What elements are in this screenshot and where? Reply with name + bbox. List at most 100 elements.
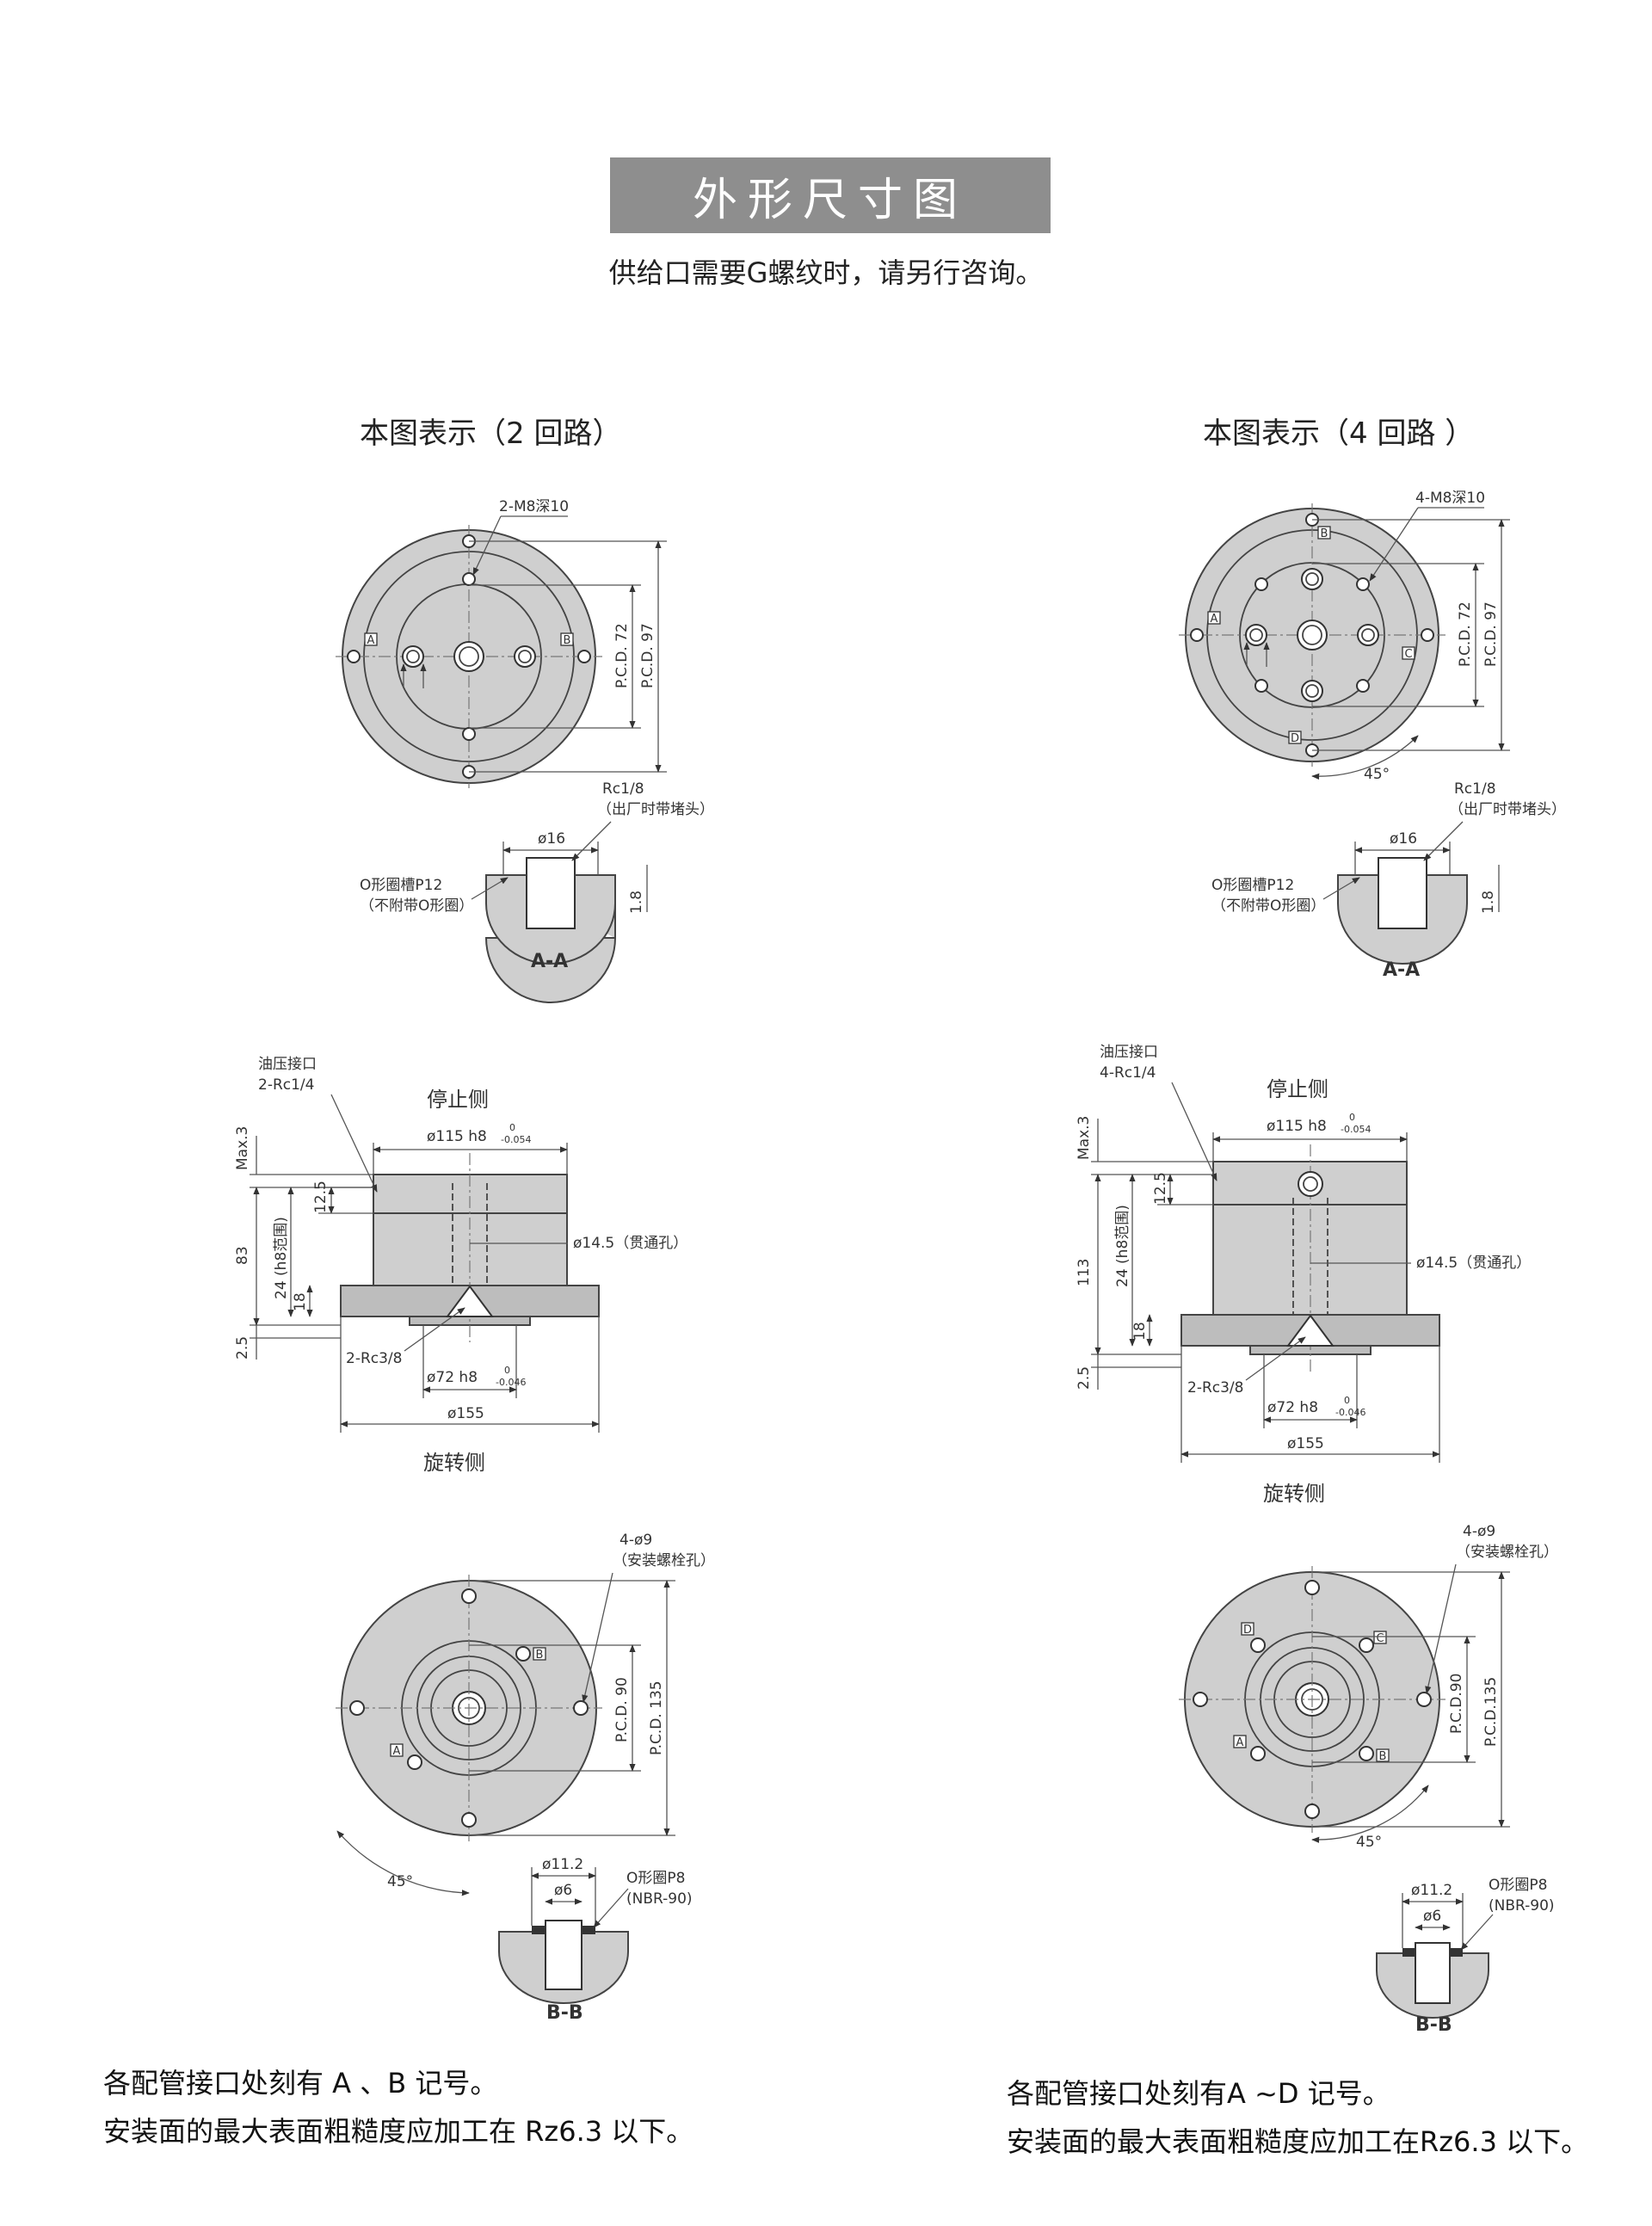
right-bottom-port-a: A bbox=[1236, 1736, 1244, 1749]
right-aa-oring-note: （不附带O形圈） bbox=[1211, 897, 1325, 915]
right-side-tol115-lo: -0.054 bbox=[1341, 1124, 1371, 1135]
page-subtitle: 供给口需要G螺纹时，请另行咨询。 bbox=[608, 256, 1044, 289]
right-side-rot: 旋转侧 bbox=[1263, 1482, 1325, 1506]
left-top-pcd72: P.C.D. 72 bbox=[613, 623, 631, 688]
right-bottom-port-c: C bbox=[1376, 1632, 1384, 1645]
right-bottom-angle: 45° bbox=[1356, 1834, 1382, 1851]
left-side-h25: 2.5 bbox=[234, 1336, 251, 1360]
right-bottom-port-b: B bbox=[1379, 1750, 1387, 1763]
right-bb-section: ø11.2 ø6 O形圈P8 (NBR-90) B-B bbox=[1376, 1877, 1555, 2036]
left-side-h18: 18 bbox=[292, 1292, 309, 1311]
right-side-rc38: 2-Rc3/8 bbox=[1187, 1379, 1243, 1397]
left-side-tol115-lo: -0.054 bbox=[501, 1134, 531, 1145]
right-bb-label: B-B bbox=[1415, 2014, 1452, 2036]
left-side-h125: 12.5 bbox=[312, 1181, 330, 1213]
left-side-view: ø115 h8 0 -0.054 停止侧 油压接口 2-Rc1/4 Max.3 … bbox=[234, 1056, 687, 1475]
right-side-port: 油压接口 bbox=[1100, 1044, 1158, 1061]
left-top-hole-label: 2-M8深10 bbox=[499, 498, 569, 515]
left-caption: 本图表示（2 回路） bbox=[360, 416, 622, 451]
right-bottom-pcd90: P.C.D.90 bbox=[1448, 1674, 1465, 1734]
left-bb-section: ø11.2 ø6 O形圈P8 (NBR-90) B-B bbox=[498, 1856, 693, 2024]
right-bottom-hole-note: （安装螺栓孔） bbox=[1456, 1544, 1558, 1561]
right-bb-oring-note: (NBR-90) bbox=[1489, 1897, 1555, 1915]
right-bottom-view: D C A B P.C.D.90 P.C.D.135 4-ø9 （安装螺栓孔） … bbox=[1179, 1523, 1558, 1851]
left-side-d115: ø115 h8 bbox=[427, 1128, 487, 1145]
left-side-tol72-up: 0 bbox=[504, 1365, 510, 1376]
right-top-port-d: D bbox=[1291, 732, 1299, 745]
right-bb-d112: ø11.2 bbox=[1411, 1882, 1452, 1899]
right-bottom-pcd135: P.C.D.135 bbox=[1482, 1677, 1500, 1747]
left-bb-oring-note: (NBR-90) bbox=[626, 1890, 693, 1908]
right-side-d155: ø155 bbox=[1287, 1435, 1324, 1452]
right-aa-rc-note: （出厂时带堵头） bbox=[1449, 801, 1566, 818]
left-aa-d16: ø16 bbox=[538, 830, 565, 848]
right-top-port-b: B bbox=[1321, 527, 1328, 540]
right-note-1: 各配管接口处刻有A ~D 记号。 bbox=[1007, 2077, 1390, 2110]
right-top-port-a: A bbox=[1211, 613, 1218, 626]
right-side-h24: 24 (h8范围) bbox=[1114, 1205, 1131, 1287]
right-caption: 本图表示（4 回路 ） bbox=[1203, 416, 1475, 451]
left-bottom-pcd135: P.C.D. 135 bbox=[648, 1680, 665, 1755]
left-top-pcd97: P.C.D. 97 bbox=[639, 623, 656, 688]
right-side-tol72-lo: -0.046 bbox=[1335, 1407, 1365, 1418]
left-side-h24: 24 (h8范围) bbox=[273, 1217, 290, 1299]
left-side-tol115-up: 0 bbox=[509, 1122, 515, 1133]
left-bottom-view: B A P.C.D. 90 P.C.D. 135 4-ø9 （安装螺栓孔） 45… bbox=[336, 1532, 715, 1896]
right-aa-rc: Rc1/8 bbox=[1454, 780, 1496, 798]
left-bb-d112: ø11.2 bbox=[542, 1856, 583, 1873]
left-top-plan-view: A B P.C.D. 72 P.C.D. 97 2-M8深10 bbox=[336, 498, 667, 788]
right-side-stop: 停止侧 bbox=[1267, 1077, 1328, 1101]
right-side-d115: ø115 h8 bbox=[1267, 1118, 1327, 1135]
right-side-h113: 113 bbox=[1076, 1259, 1093, 1286]
right-aa-label: A-A bbox=[1383, 959, 1420, 981]
left-aa-oring-note: （不附带O形圈） bbox=[360, 897, 473, 915]
right-side-max3: Max.3 bbox=[1076, 1116, 1093, 1160]
left-aa-label: A-A bbox=[531, 951, 568, 972]
left-side-h83: 83 bbox=[234, 1246, 251, 1265]
left-top-port-b: B bbox=[564, 634, 571, 647]
left-bb-label: B-B bbox=[546, 2002, 583, 2024]
right-side-d145: ø14.5（贯通孔） bbox=[1416, 1255, 1531, 1272]
right-side-h125: 12.5 bbox=[1152, 1172, 1169, 1205]
right-side-tol115-up: 0 bbox=[1349, 1112, 1355, 1123]
left-bottom-port-a: A bbox=[393, 1745, 401, 1758]
left-side-port-spec: 2-Rc1/4 bbox=[258, 1076, 314, 1094]
left-bottom-port-b: B bbox=[536, 1649, 544, 1662]
right-note-2: 安装面的最大表面粗糙度应加工在Rz6.3 以下。 bbox=[1007, 2125, 1589, 2158]
left-note-2: 安装面的最大表面粗糙度应加工在 Rz6.3 以下。 bbox=[103, 2115, 694, 2148]
page-title: 外形尺寸图 bbox=[610, 157, 1051, 233]
left-note-1: 各配管接口处刻有 A 、B 记号。 bbox=[103, 2067, 498, 2100]
right-aa-section: ø16 Rc1/8 （出厂时带堵头） O形圈槽P12 （不附带O形圈） 1.8 … bbox=[1211, 780, 1566, 981]
left-bottom-hole: 4-ø9 bbox=[620, 1532, 652, 1549]
right-side-d72: ø72 h8 bbox=[1267, 1399, 1318, 1416]
right-bottom-hole: 4-ø9 bbox=[1463, 1523, 1495, 1540]
left-bottom-angle: 45° bbox=[387, 1873, 413, 1890]
left-side-max3: Max.3 bbox=[234, 1126, 251, 1170]
left-top-port-a: A bbox=[367, 634, 375, 647]
left-side-rot: 旋转侧 bbox=[423, 1451, 485, 1475]
right-side-tol72-up: 0 bbox=[1344, 1395, 1350, 1406]
left-bb-oring: O形圈P8 bbox=[626, 1870, 685, 1887]
left-aa-rc: Rc1/8 bbox=[602, 780, 644, 798]
right-aa-d16: ø16 bbox=[1390, 830, 1417, 848]
right-aa-h18: 1.8 bbox=[1480, 891, 1497, 914]
right-bottom-port-d: D bbox=[1243, 1624, 1252, 1637]
left-bottom-pcd90: P.C.D. 90 bbox=[613, 1677, 631, 1742]
left-aa-h18: 1.8 bbox=[628, 891, 645, 914]
left-aa-section: ø16 Rc1/8 （出厂时带堵头） O形圈槽P12 （不附带O形圈） 1.8 … bbox=[360, 780, 714, 1003]
left-side-d145: ø14.5（贯通孔） bbox=[573, 1235, 687, 1252]
right-top-port-c: C bbox=[1404, 648, 1412, 661]
left-side-tol72-lo: -0.046 bbox=[496, 1377, 526, 1388]
left-aa-rc-note: （出厂时带堵头） bbox=[597, 801, 714, 818]
right-bb-oring: O形圈P8 bbox=[1489, 1877, 1547, 1894]
left-bb-d6: ø6 bbox=[554, 1882, 572, 1899]
left-aa-oring: O形圈槽P12 bbox=[360, 877, 442, 894]
right-top-pcd72: P.C.D. 72 bbox=[1457, 601, 1474, 667]
left-side-d155: ø155 bbox=[447, 1405, 484, 1422]
left-side-rc38: 2-Rc3/8 bbox=[346, 1350, 402, 1367]
right-side-h18: 18 bbox=[1131, 1322, 1149, 1341]
left-side-d72: ø72 h8 bbox=[427, 1369, 478, 1386]
right-top-angle: 45° bbox=[1364, 766, 1390, 783]
left-bottom-hole-note: （安装螺栓孔） bbox=[613, 1552, 715, 1569]
